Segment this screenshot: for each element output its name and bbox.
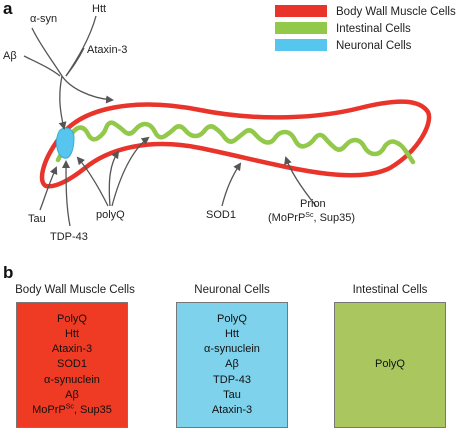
column-title-neuronal: Neuronal Cells xyxy=(194,284,270,296)
line-polyq-1 xyxy=(76,156,109,207)
legend-swatch-muscle xyxy=(275,5,327,17)
legend-swatch-intestinal xyxy=(275,22,327,34)
box-intestinal-cells: PolyQ xyxy=(334,302,446,428)
label-tdp: TDP-43 xyxy=(50,231,88,243)
list-item: Tau xyxy=(223,388,241,401)
line-polyq-3 xyxy=(111,136,150,207)
label-prion-line2: (MoPrPSc, Sup35) xyxy=(268,212,355,224)
line-muscle-arrow xyxy=(61,75,114,104)
panel-b-letter: b xyxy=(3,263,13,282)
list-item: Htt xyxy=(224,327,240,340)
label-abeta: Aβ xyxy=(3,50,17,62)
label-prion-pre: (MoPrP xyxy=(268,212,305,224)
list-item: TDP-43 xyxy=(213,373,251,386)
list-item: Ataxin-3 xyxy=(211,404,253,416)
lower-label-lines xyxy=(39,136,317,227)
legend-swatch-neuronal xyxy=(275,39,327,51)
label-tau: Tau xyxy=(28,213,46,225)
list-item: α-synuclein xyxy=(44,373,100,386)
line-tdp xyxy=(62,160,71,227)
label-polyq: polyQ xyxy=(96,209,125,221)
moprp-sup: Sc xyxy=(65,403,74,411)
list-item: PolyQ xyxy=(375,358,405,371)
line-polyq-2 xyxy=(108,150,120,207)
line-asyn xyxy=(31,27,63,77)
list-item: Ataxin-3 xyxy=(51,343,93,356)
list-item: Htt xyxy=(64,327,80,340)
upper-label-lines xyxy=(23,15,114,130)
moprp-pre: MoPrP xyxy=(32,404,66,416)
line-neuron-arrow xyxy=(58,75,67,130)
list-item: Aβ xyxy=(225,358,239,371)
list-item: Aβ xyxy=(65,388,79,401)
label-ataxin: Ataxin-3 xyxy=(87,44,127,56)
list-item: PolyQ xyxy=(217,312,247,325)
line-prion xyxy=(284,156,317,207)
line-tau xyxy=(39,166,58,211)
list-item: α-synuclein xyxy=(204,343,260,356)
line-sod1 xyxy=(221,162,242,207)
legend-label-intestinal: Intestinal Cells xyxy=(336,23,411,35)
label-htt: Htt xyxy=(92,3,106,15)
moprp-post: , Sup35 xyxy=(73,404,112,416)
column-title-muscle: Body Wall Muscle Cells xyxy=(15,284,135,296)
line-abeta xyxy=(23,55,61,77)
label-prion-line1: Prion xyxy=(300,198,326,210)
list-item: PolyQ xyxy=(57,312,87,325)
box-neuronal-cells: PolyQ Htt α-synuclein Aβ TDP-43 Tau Atax… xyxy=(176,302,288,428)
label-prion-post: , Sup35) xyxy=(313,212,355,224)
box-muscle-cells: PolyQ Htt Ataxin-3 SOD1 α-synuclein Aβ M… xyxy=(16,302,128,428)
list-item-moprp: MoPrPSc, Sup35 xyxy=(32,403,112,418)
label-sod1: SOD1 xyxy=(206,209,236,221)
worm-intestine xyxy=(55,120,416,165)
line-ataxin xyxy=(65,47,85,77)
list-item: SOD1 xyxy=(57,358,87,371)
legend: Body Wall Muscle Cells Intestinal Cells … xyxy=(275,5,456,52)
column-title-intestinal: Intestinal Cells xyxy=(352,284,428,296)
worm-body-muscle xyxy=(39,99,432,189)
legend-label-neuronal: Neuronal Cells xyxy=(336,40,412,52)
label-asyn: α-syn xyxy=(30,13,57,25)
worm-neuronal-cells xyxy=(56,127,75,159)
panel-a-letter: a xyxy=(3,0,13,18)
label-prion-sup: Sc xyxy=(305,212,314,219)
legend-label-muscle: Body Wall Muscle Cells xyxy=(336,6,456,18)
